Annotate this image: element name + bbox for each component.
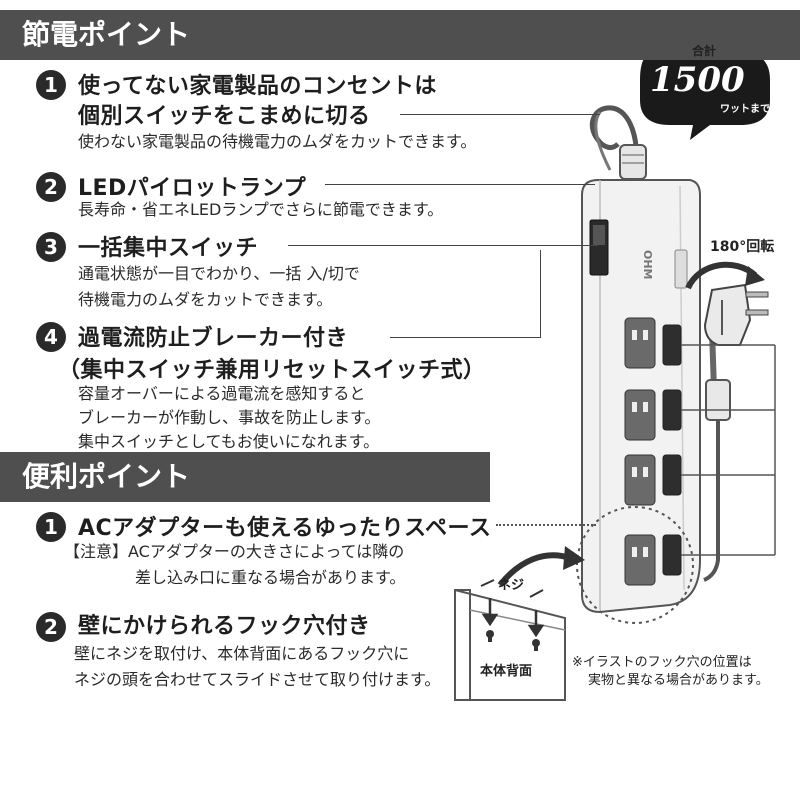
bubble-wattage: 1500: [650, 60, 745, 100]
point-description: 待機電力のムダをカットできます。: [78, 290, 333, 309]
point-caution: 【注意】ACアダプターの大きさによっては隣の: [64, 542, 405, 561]
point-description: 長寿命・省エネLEDランプでさらに節電できます。: [78, 200, 444, 219]
section-title-saving: 節電ポイント: [0, 10, 800, 60]
dotted-leader: [496, 524, 596, 526]
point-description: ブレーカーが作動し、事故を防止します。: [78, 408, 381, 427]
number-badge: 2: [36, 612, 66, 642]
leader-line: [325, 184, 595, 185]
leader-line: [540, 250, 541, 338]
point-heading: ACアダプターも使えるゆったりスペース: [78, 516, 492, 541]
point-description: 集中スイッチとしてもお使いになれます。: [78, 432, 380, 451]
footnote: 実物と異なる場合があります。: [588, 673, 769, 688]
point-description: 使わない家電製品の待機電力のムダをカットできます。: [78, 132, 477, 151]
leader-line: [390, 337, 540, 338]
point-heading: 使ってない家電製品のコンセントは: [78, 74, 437, 99]
number-badge: 1: [36, 70, 66, 100]
back-panel-label: 本体背面: [480, 664, 533, 679]
bubble-total-label: 合計: [692, 44, 717, 58]
point-heading: 過電流防止ブレーカー付き: [78, 326, 349, 351]
point-description: 容量オーバーによる過電流を感知すると: [78, 384, 366, 403]
point-description: 壁にネジを取付け、本体背面にあるフック穴に: [74, 644, 410, 663]
point-heading: LEDパイロットランプ: [78, 176, 307, 201]
footnote: ※イラストのフック穴の位置は: [572, 655, 752, 670]
leader-line: [400, 114, 600, 115]
point-heading: 一括集中スイッチ: [78, 236, 259, 261]
point-heading: 個別スイッチをこまめに切る: [78, 104, 371, 129]
point-description: 通電状態が一目でわかり、一括 入/切で: [78, 264, 360, 283]
number-badge: 2: [36, 172, 66, 202]
svg-text:OHM: OHM: [641, 250, 654, 280]
bubble-watt-unit: ワットまで: [720, 104, 770, 115]
number-badge: 3: [36, 232, 66, 262]
point-description: ネジの頭を合わせてスライドさせて取り付けます。: [74, 670, 441, 689]
number-badge: 4: [36, 322, 66, 352]
point-caution: 差し込み口に重なる場合があります。: [135, 568, 406, 587]
rotation-label: 180°回転: [710, 239, 775, 255]
number-badge: 1: [36, 512, 66, 542]
point-subheading: （集中スイッチ兼用リセットスイッチ式）: [58, 358, 486, 383]
section-title-convenience: 便利ポイント: [0, 452, 490, 502]
screw-label: ネジ: [498, 578, 525, 593]
point-heading: 壁にかけられるフック穴付き: [78, 614, 371, 639]
leader-line: [288, 245, 598, 246]
